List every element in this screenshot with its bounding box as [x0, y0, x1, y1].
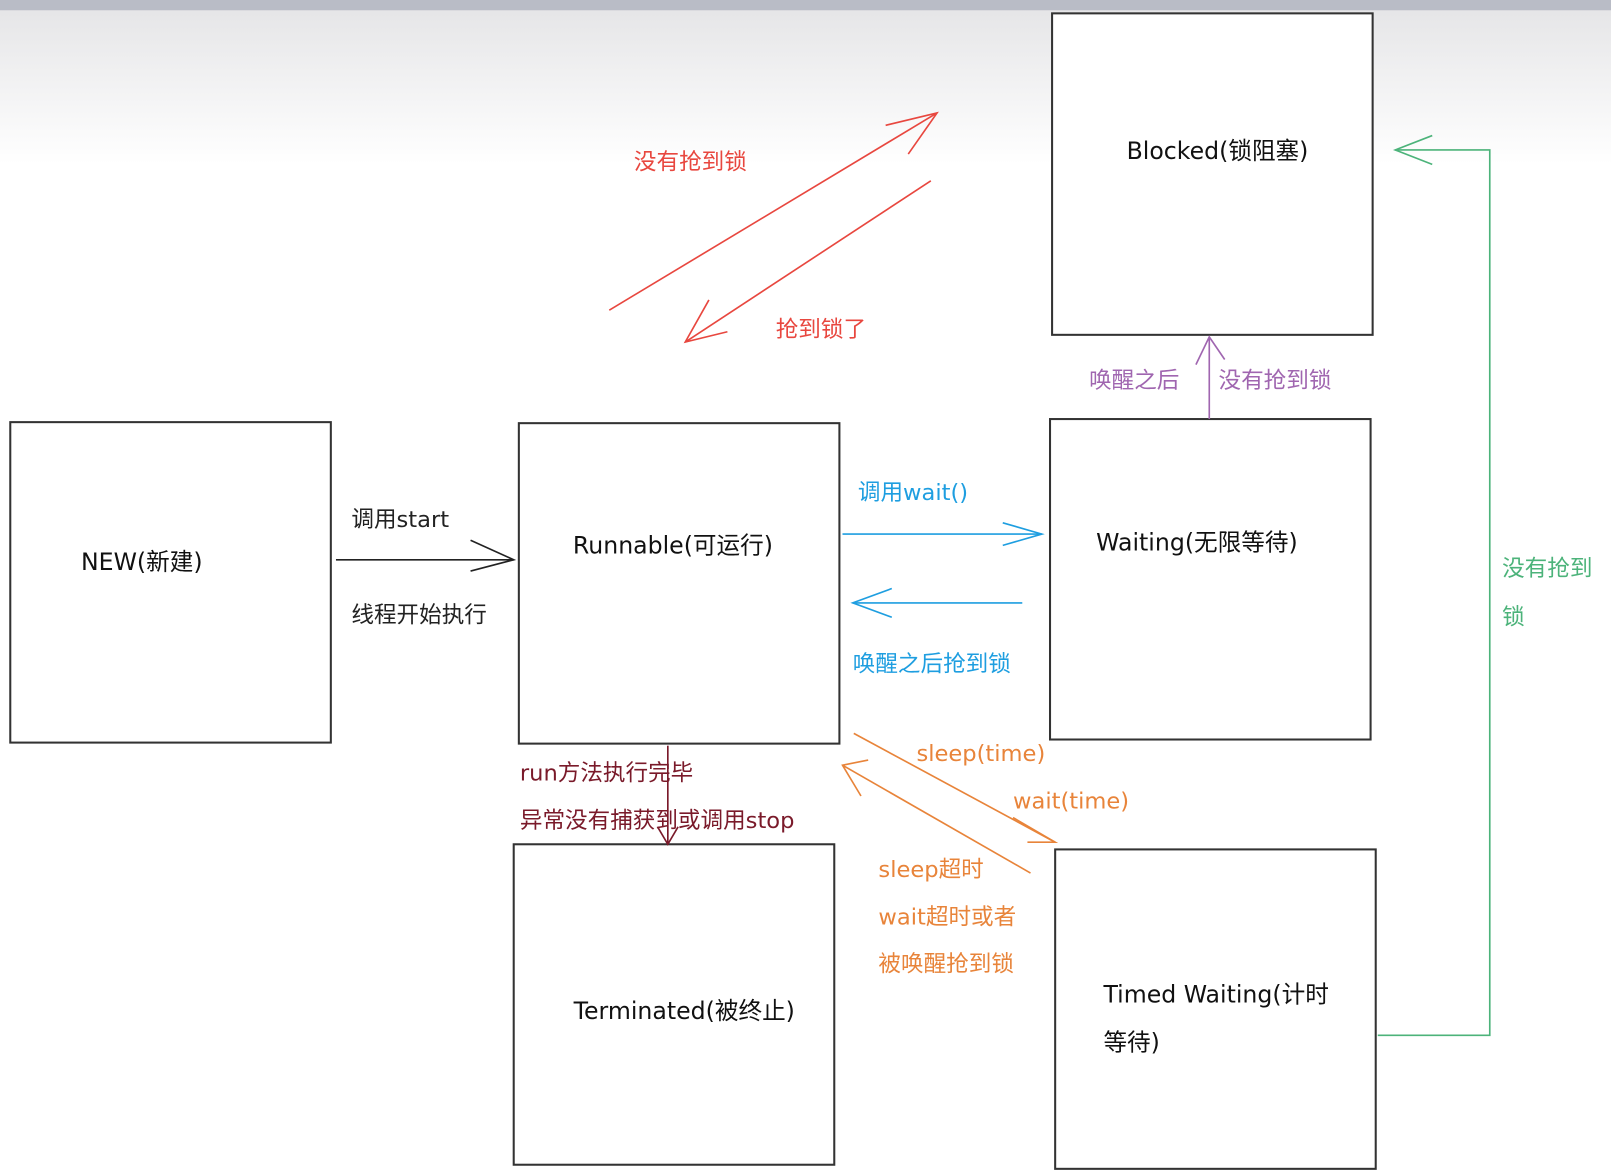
arrow-new-to-runnable	[335, 539, 517, 572]
label-woken-got-lock: 被唤醒抢到锁	[878, 952, 1014, 978]
label-no-lock-purple: 没有抢到锁	[1219, 368, 1332, 394]
arrow-blocked-to-runnable	[683, 180, 932, 344]
state-timed-waiting: Timed Waiting(计时 等待)	[1054, 848, 1377, 1170]
label-thread-starts: 线程开始执行	[351, 602, 487, 628]
label-no-lock: 没有抢到锁	[634, 149, 747, 175]
state-runnable-label: Runnable(可运行)	[573, 532, 773, 560]
state-blocked-label: Blocked(锁阻塞)	[1127, 137, 1309, 165]
state-blocked: Blocked(锁阻塞)	[1051, 12, 1374, 336]
label-call-start: 调用start	[351, 507, 449, 533]
arrow-waiting-to-runnable	[850, 587, 1023, 619]
state-waiting: Waiting(无限等待)	[1048, 418, 1372, 741]
state-timed-waiting-label-1: Timed Waiting(计时	[1102, 980, 1328, 1008]
state-runnable: Runnable(可运行)	[517, 422, 841, 745]
label-exception-or-stop: 异常没有捕获到或调用stop	[520, 808, 795, 834]
label-run-finished: run方法执行完毕	[520, 761, 693, 787]
label-call-wait: 调用wait()	[858, 480, 968, 506]
state-terminated: Terminated(被终止)	[512, 843, 836, 1166]
arrow-runnable-to-terminated	[656, 745, 679, 846]
state-new-label: NEW(新建)	[81, 548, 203, 576]
label-sleep-time: sleep(time)	[916, 741, 1045, 767]
label-wait-time: wait(time)	[1013, 788, 1129, 814]
label-after-wakeup: 唤醒之后	[1089, 368, 1179, 394]
label-wakeup-got-lock: 唤醒之后抢到锁	[853, 652, 1011, 678]
arrow-runnable-to-blocked	[608, 111, 939, 311]
arrow-waiting-to-blocked	[1195, 335, 1226, 420]
label-no-lock-green-1: 没有抢到	[1502, 556, 1592, 582]
label-no-lock-green-2: 锁	[1502, 604, 1525, 630]
top-bar	[0, 0, 1611, 11]
arrow-timed-waiting-to-blocked	[1377, 134, 1491, 1037]
label-sleep-timeout: sleep超时	[878, 857, 983, 883]
label-got-lock: 抢到锁了	[776, 317, 866, 343]
state-terminated-label: Terminated(被终止)	[573, 997, 795, 1025]
arrow-timed-waiting-to-runnable	[841, 759, 1031, 874]
arrow-runnable-to-waiting	[842, 522, 1045, 547]
state-new: NEW(新建)	[9, 421, 332, 744]
state-waiting-label: Waiting(无限等待)	[1096, 529, 1298, 557]
label-wait-timeout: wait超时或者	[878, 904, 1016, 930]
arrow-runnable-to-timed-waiting	[853, 732, 1059, 844]
state-timed-waiting-label-2: 等待)	[1103, 1029, 1159, 1057]
